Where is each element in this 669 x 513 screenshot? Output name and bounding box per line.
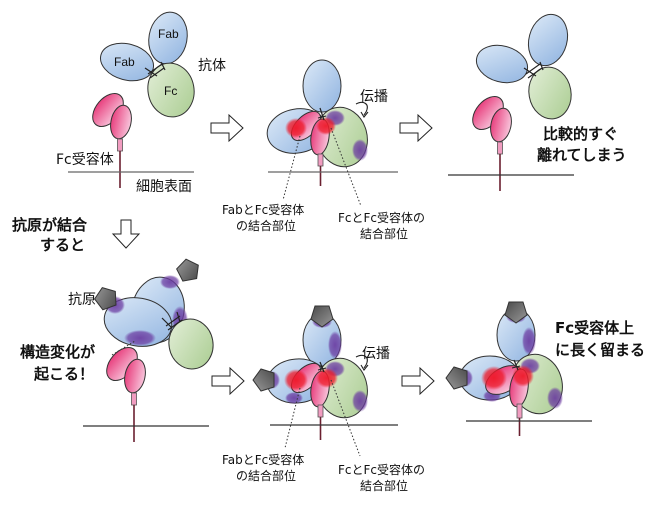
hinge-icon <box>317 361 327 373</box>
hinge-icon <box>317 107 327 121</box>
fab-domain-left <box>100 42 154 82</box>
conformation-label-1: 構造変化が <box>20 343 96 361</box>
fc-receptor-site-label-2: 結合部位 <box>360 478 408 493</box>
antibody-free: Fab Fab Fc <box>100 11 195 118</box>
arrow-right-icon <box>401 367 435 395</box>
hinge-icon <box>144 61 166 79</box>
binding-site-fab <box>481 366 507 390</box>
fc-receptor-site-label-2: 結合部位 <box>360 226 408 241</box>
conformation-change-patch <box>124 330 156 346</box>
outcome-label-2: に長く留まる <box>555 341 645 359</box>
propagation-label: 伝播 <box>360 89 388 105</box>
antigen-icon <box>252 368 275 392</box>
arrow-down-icon <box>112 219 140 249</box>
fab-receptor-site-label: FabとFc受容体 <box>222 452 304 467</box>
fc-receptor-site-label: FcとFc受容体の <box>338 210 425 225</box>
panel-bottom-1: 抗原 構造変化が 起こる！ <box>20 256 214 443</box>
conformation-label-2: 起こる！ <box>33 365 94 383</box>
outcome-label-2: 離れてしまう <box>537 146 627 164</box>
antibody-label: 抗体 <box>198 58 226 74</box>
transition-label-1: 抗原が結合 <box>12 216 88 234</box>
panel-top-3: 比較的すぐ 離れてしまう <box>448 13 627 192</box>
panel-top-2: 伝播 FabとFc受容体 の結合部位 FcとFc受容体の 結合部位 <box>222 59 425 241</box>
fc-conformation-patch <box>352 139 368 161</box>
binding-site-fab <box>285 118 307 138</box>
panel-bottom-2: 伝播 FabとFc受容体 の結合部位 FcとFc受容体の 結合部位 <box>222 305 425 493</box>
binding-site-fab <box>284 369 308 391</box>
cell-surface-label: 細胞表面 <box>136 179 192 195</box>
antigen-icon <box>445 366 468 390</box>
propagation-label: 伝播 <box>362 346 390 362</box>
leader-line <box>282 135 301 201</box>
fab-receptor-site-label-2: の結合部位 <box>236 218 296 233</box>
fc-label: Fc <box>164 84 177 98</box>
fab-domain-top <box>302 59 342 113</box>
arrow-right-icon <box>211 367 245 395</box>
hinge-icon <box>523 61 544 79</box>
fc-receptor <box>85 86 136 189</box>
fab-domain-top <box>527 13 569 67</box>
fab-label-left: Fab <box>114 55 135 69</box>
fab-domain-left <box>475 44 529 84</box>
outcome-label-1: Fc受容体上 <box>555 319 634 337</box>
transition-label-2: すると <box>40 236 85 254</box>
hinge-icon <box>161 311 183 331</box>
fc-domain <box>528 66 572 120</box>
propagation-arrow-icon <box>355 354 368 369</box>
fc-receptor-site-label: FcとFc受容体の <box>338 462 425 477</box>
arrow-right-icon <box>210 114 244 142</box>
fc-receptor <box>465 89 516 192</box>
leader-line <box>330 379 361 457</box>
antigen-label: 抗原 <box>68 292 96 308</box>
panel-top-1: Fab Fab Fc 抗体 Fc受容体 細胞表面 <box>56 11 226 195</box>
fc-receptor <box>99 340 150 443</box>
fab-receptor-site-label-2: の結合部位 <box>236 468 296 483</box>
propagation-arrow-icon <box>355 101 368 116</box>
antigen-icon <box>174 256 202 283</box>
binding-site-fc <box>316 117 336 135</box>
fc-domain <box>147 62 195 118</box>
binding-site-fc <box>316 368 338 388</box>
hinge-icon <box>511 359 521 371</box>
binding-site-fc <box>512 365 534 387</box>
fc-receptor-label: Fc受容体 <box>56 151 114 168</box>
fab-receptor-site-label: FabとFc受容体 <box>222 202 304 217</box>
panel-bottom-3: Fc受容体上 に長く留まる <box>445 301 645 436</box>
outcome-label-1: 比較的すぐ <box>543 125 618 143</box>
fab-label-top: Fab <box>158 27 179 41</box>
fc-domain <box>168 318 214 370</box>
arrow-right-icon <box>399 114 433 142</box>
